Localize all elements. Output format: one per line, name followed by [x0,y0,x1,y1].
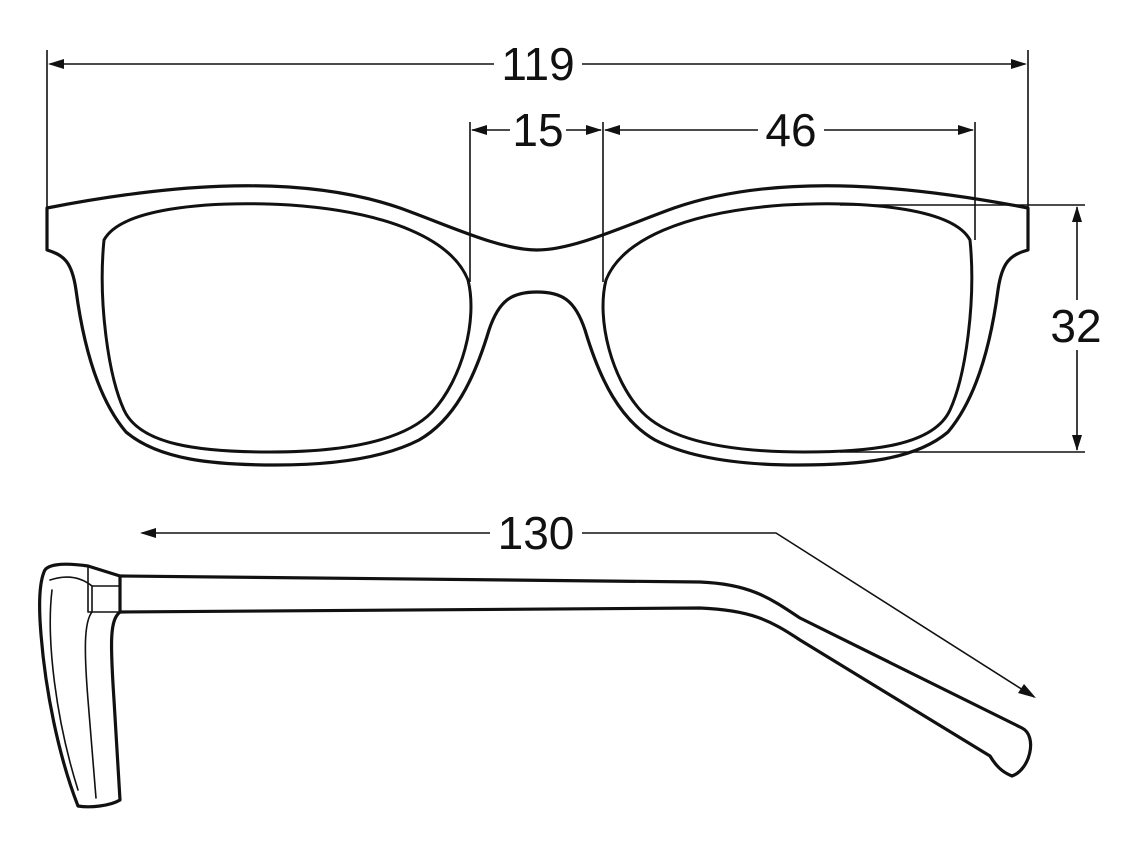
arrow-height-bottom [1072,435,1082,451]
dimension-labels: 119 15 46 32 130 [490,38,1110,559]
label-temple-length: 130 [498,507,575,559]
arrow-temple-end [1018,684,1036,698]
label-total-width: 119 [501,38,574,90]
side-view [38,562,1033,809]
arrow-temple-start [140,528,156,538]
label-lens-width: 46 [765,104,816,156]
dim-line-temple-length [142,532,1035,698]
front-frame-outline [45,184,1030,467]
side-rim-inner [49,576,97,799]
side-hinge-block [87,565,121,613]
arrow-bridge-left [471,125,487,135]
arrow-total-left [48,59,64,69]
arrow-bridge-right [586,125,602,135]
label-lens-height: 32 [1050,300,1101,352]
label-bridge-width: 15 [512,104,563,156]
side-rim-outline [38,562,122,809]
arrow-height-top [1072,206,1082,222]
side-rim-lens-edge [49,589,79,791]
front-view [45,184,1030,467]
temple-arm [118,574,1033,778]
left-lens [100,202,473,454]
arrow-lens-right [958,125,974,135]
right-lens [601,202,974,454]
arrow-total-right [1011,59,1027,69]
arrow-lens-left [604,125,620,135]
